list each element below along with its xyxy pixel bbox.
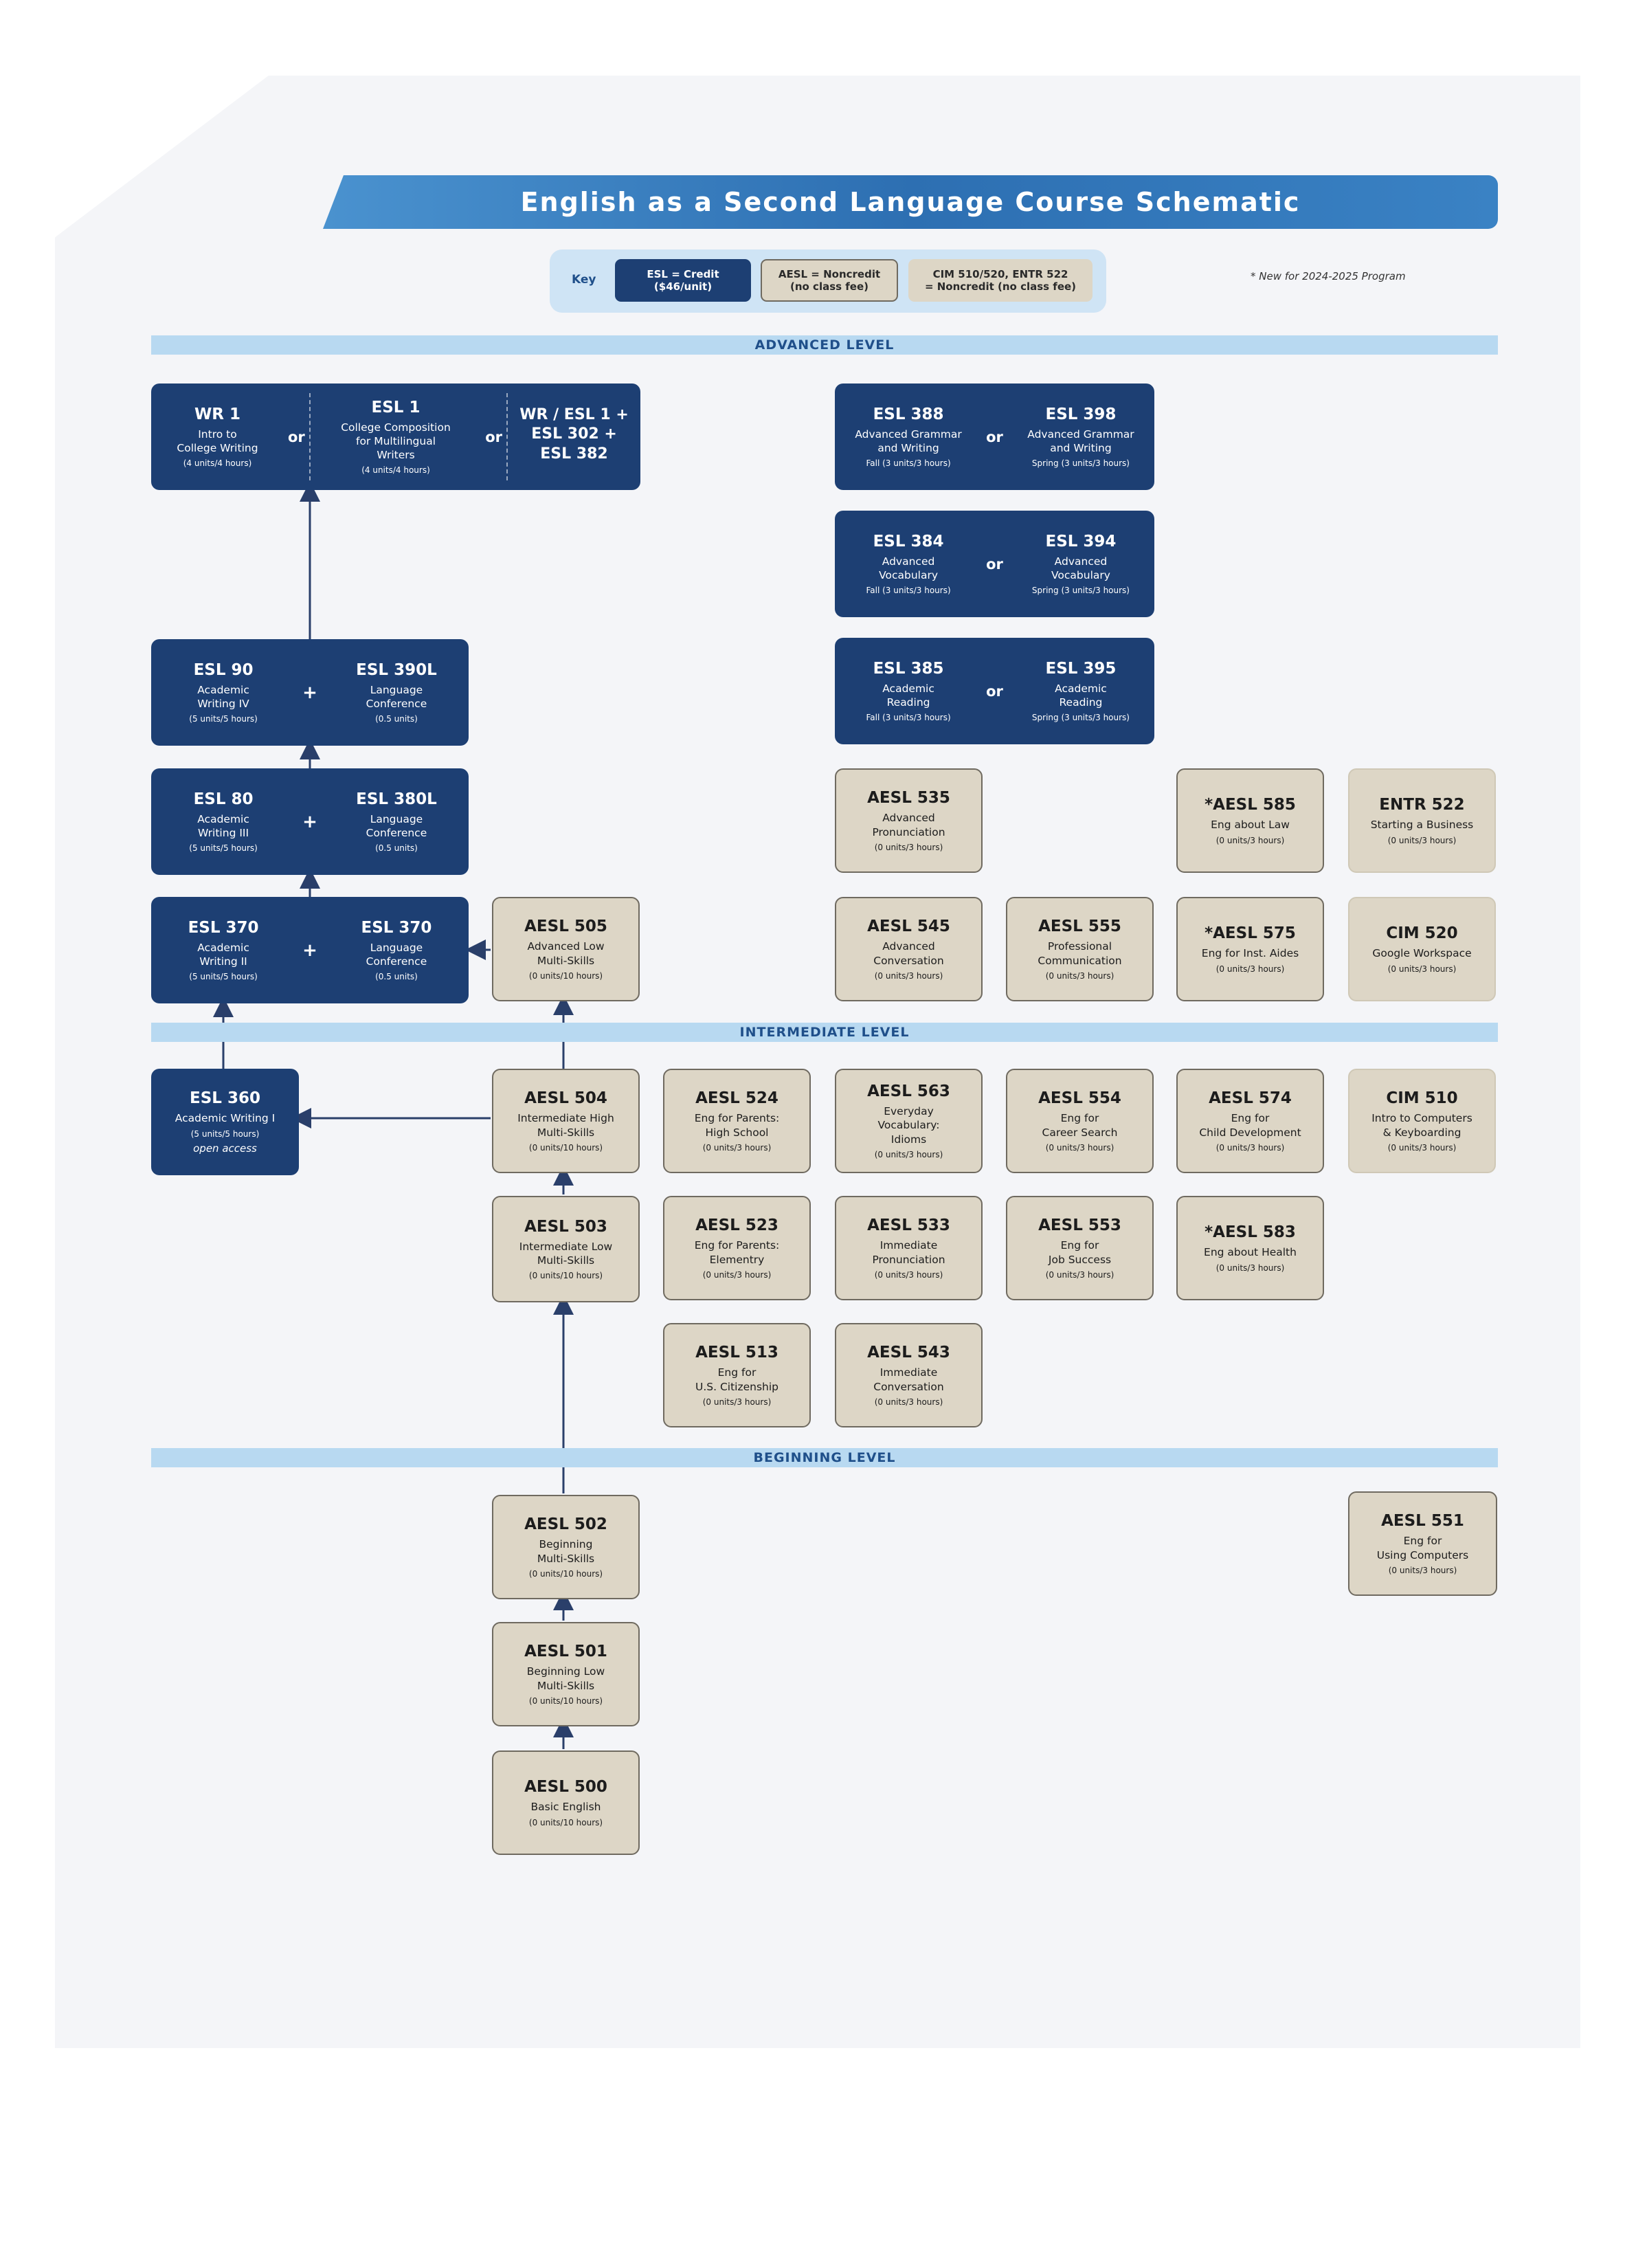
course-esl395: ESL 395 Academic Reading Spring (3 units…	[1031, 659, 1130, 723]
or-separator: or	[287, 428, 305, 445]
new-program-note: * New for 2024-2025 Program	[1251, 270, 1406, 282]
course-esl380l: ESL 380L Language Conference (0.5 units)	[356, 790, 437, 854]
group-esl370: ESL 370 Academic Writing II (5 units/5 h…	[151, 897, 469, 1003]
group-esl80: ESL 80 Academic Writing III (5 units/5 h…	[151, 768, 469, 875]
course-esl394: ESL 394 Advanced Vocabulary Spring (3 un…	[1031, 532, 1130, 596]
course-esl370: ESL 370 Academic Writing II (5 units/5 h…	[188, 918, 259, 982]
or-separator: or	[986, 428, 1003, 445]
course-esl390l: ESL 390L Language Conference (0.5 units)	[356, 660, 437, 724]
course-esl384: ESL 384 Advanced Vocabulary Fall (3 unit…	[866, 532, 951, 596]
group-wr1-esl1: WR 1 Intro to College Writing (4 units/4…	[151, 383, 640, 490]
course-esl90: ESL 90 Academic Writing IV (5 units/5 ho…	[189, 660, 258, 724]
plus-sign: +	[302, 940, 317, 961]
open-access-label: open access	[193, 1142, 257, 1155]
or-separator: or	[986, 555, 1003, 572]
course-esl80: ESL 80 Academic Writing III (5 units/5 h…	[189, 790, 258, 854]
legend-key-label: Key	[572, 273, 596, 287]
dashed-divider	[309, 393, 311, 480]
dashed-divider	[506, 393, 508, 480]
or-separator: or	[986, 682, 1003, 700]
legend-credit: ESL = Credit ($46/unit)	[615, 259, 751, 302]
course-wr-esl-combo: WR / ESL 1 + ESL 302 + ESL 382	[519, 405, 629, 463]
page-title: English as a Second Language Course Sche…	[323, 175, 1498, 229]
course-wr1: WR 1 Intro to College Writing (4 units/4…	[177, 405, 258, 469]
course-esl360: ESL 360 Academic Writing I (5 units/5 ho…	[151, 1069, 299, 1175]
level-bar-intermediate: INTERMEDIATE LEVEL	[151, 1023, 1498, 1042]
course-esl1: ESL 1 College Composition for Multilingu…	[341, 398, 451, 476]
legend-cim: CIM 510/520, ENTR 522 = Noncredit (no cl…	[908, 259, 1093, 302]
group-esl90: ESL 90 Academic Writing IV (5 units/5 ho…	[151, 639, 469, 746]
legend-noncredit: AESL = Noncredit (no class fee)	[761, 259, 898, 302]
group-esl388: ESL 388 Advanced Grammar and Writing Fal…	[835, 383, 1154, 490]
level-bar-advanced: ADVANCED LEVEL	[151, 335, 1498, 355]
course-esl398: ESL 398 Advanced Grammar and Writing Spr…	[1027, 405, 1134, 469]
level-bar-beginning: BEGINNING LEVEL	[151, 1448, 1498, 1467]
plus-sign: +	[302, 811, 317, 832]
or-separator: or	[485, 428, 503, 445]
plus-sign: +	[302, 682, 317, 703]
course-esl388: ESL 388 Advanced Grammar and Writing Fal…	[855, 405, 962, 469]
legend: Key ESL = Credit ($46/unit) AESL = Noncr…	[550, 249, 1106, 313]
course-esl370-conference: ESL 370 Language Conference (0.5 units)	[361, 918, 432, 982]
group-esl384: ESL 384 Advanced Vocabulary Fall (3 unit…	[835, 511, 1154, 617]
course-esl385: ESL 385 Academic Reading Fall (3 units/3…	[866, 659, 951, 723]
group-esl385: ESL 385 Academic Reading Fall (3 units/3…	[835, 638, 1154, 744]
